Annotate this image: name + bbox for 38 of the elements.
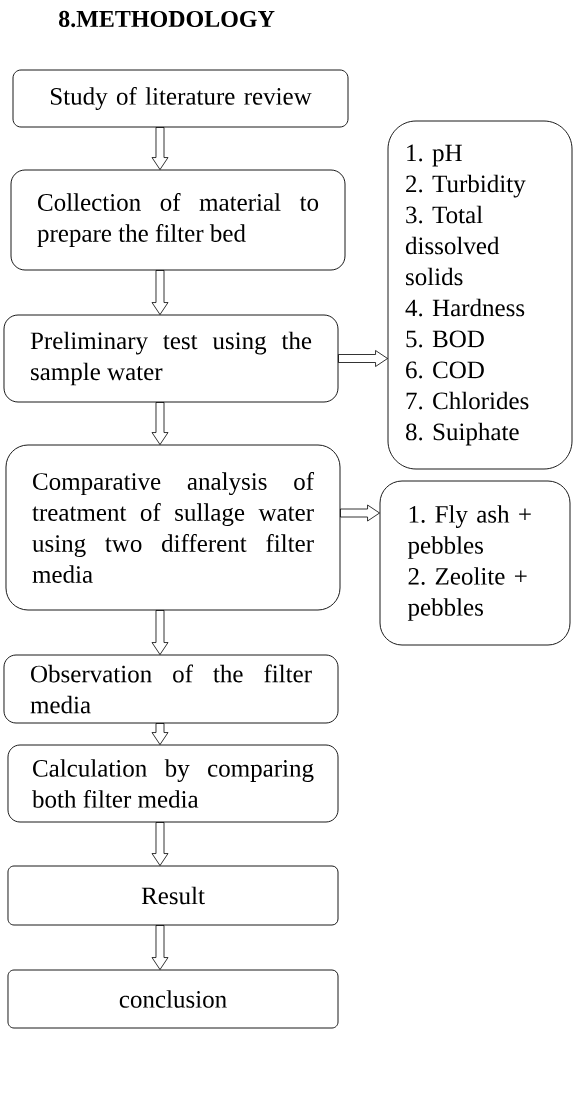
list-item: 5. BOD bbox=[406, 330, 484, 348]
list-item: 3. Total dissolved solids bbox=[405, 205, 500, 286]
box-text: Preliminary test using the sample water bbox=[30, 331, 312, 386]
process-box bbox=[379, 480, 571, 646]
process-box bbox=[10, 169, 346, 271]
list-item: 7. Chlorides bbox=[406, 391, 529, 410]
box-text: Observation of the filter media bbox=[30, 664, 312, 714]
arrow bbox=[151, 127, 169, 170]
arrow bbox=[151, 610, 169, 655]
list-item: 1. pH bbox=[407, 144, 462, 167]
box-text: Result bbox=[141, 886, 205, 905]
process-box bbox=[3, 314, 339, 403]
list-item: 2. Turbidity bbox=[406, 174, 526, 198]
arrow bbox=[338, 350, 388, 367]
process-box bbox=[7, 744, 339, 823]
box-text: Study of literature review bbox=[50, 87, 312, 110]
box-text: conclusion bbox=[119, 990, 227, 1008]
list-item: 1. Fly ash + pebbles bbox=[407, 505, 531, 559]
list-item: 2. Zeolite + pebbles bbox=[407, 567, 527, 621]
list-item: 4. Hardness bbox=[405, 298, 525, 317]
box-text: Calculation by comparing both filter media bbox=[32, 759, 314, 808]
arrow bbox=[151, 723, 169, 745]
arrow bbox=[151, 925, 169, 970]
arrow bbox=[151, 402, 169, 445]
list-item: 6. COD bbox=[406, 361, 484, 379]
heading: 8.METHODOLOGY bbox=[59, 10, 275, 28]
arrow bbox=[340, 504, 380, 522]
process-box bbox=[12, 69, 349, 128]
process-box bbox=[7, 865, 339, 926]
arrow bbox=[151, 270, 169, 315]
process-box bbox=[387, 120, 573, 470]
box-text: Comparative analysis of treatment of sullage water using two different filter media bbox=[32, 472, 315, 583]
box-text: Collection of material to prepare the filter bed bbox=[37, 193, 319, 247]
arrow bbox=[151, 822, 169, 866]
list-item: 8. Suiphate bbox=[405, 422, 519, 446]
process-box bbox=[7, 969, 339, 1029]
process-box bbox=[3, 654, 339, 724]
process-box bbox=[5, 444, 341, 611]
